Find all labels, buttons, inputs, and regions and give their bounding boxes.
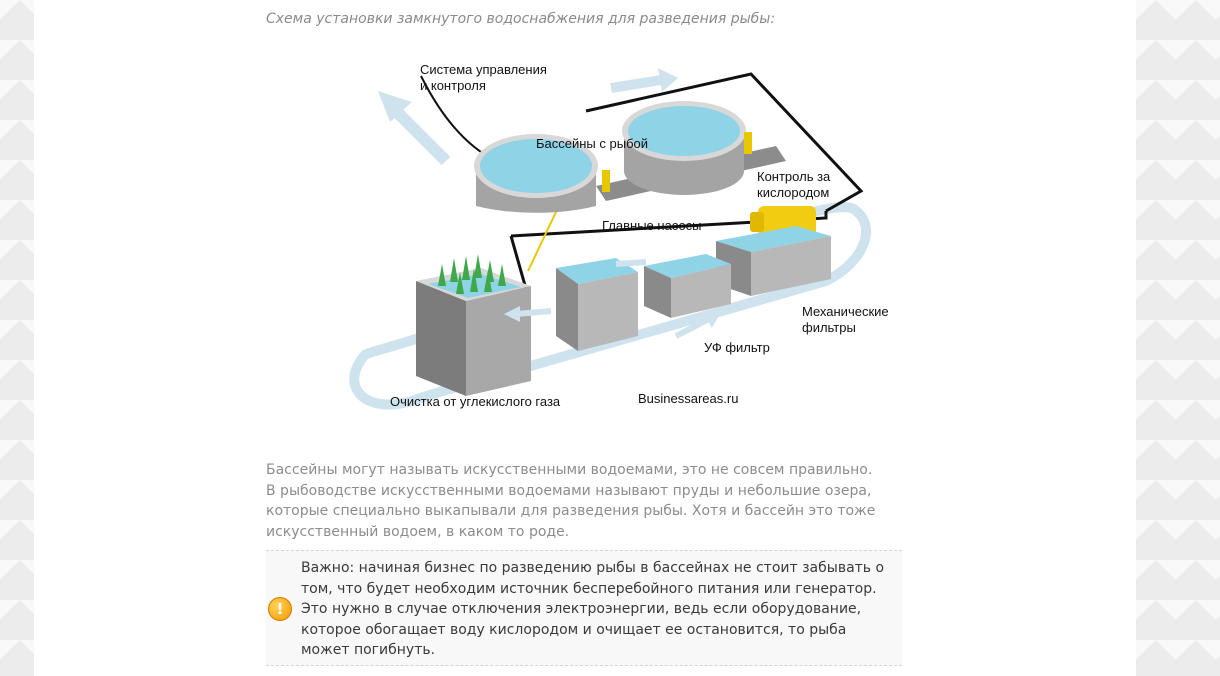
- background-pattern-left: [0, 0, 34, 676]
- label-co2: Очистка от углекислого газа: [390, 394, 561, 409]
- mech-filter-top: [716, 226, 831, 252]
- pump-wire: [510, 211, 828, 238]
- inflow-arrow: [610, 75, 662, 93]
- flow-arrow-uv: [674, 315, 713, 339]
- uv-filter-front: [556, 268, 578, 351]
- flow-arrow-co2: [515, 308, 552, 317]
- label-oxygen-2: кислородом: [757, 185, 829, 200]
- control-wire-loop: [585, 72, 864, 213]
- note-text: Важно: начиная бизнес по разведению рыбы…: [301, 560, 885, 658]
- outflow-arrowhead: [378, 91, 412, 122]
- pump-box-front: [644, 266, 671, 318]
- inflow-arrowhead: [658, 68, 678, 92]
- outflow-arrow: [391, 106, 451, 166]
- plants: [438, 254, 506, 294]
- warning-icon: !: [268, 597, 292, 621]
- important-note: ! Важно: начиная бизнес по разведению ры…: [266, 550, 902, 666]
- co2-box-side: [466, 286, 531, 396]
- pool-right-water: [628, 106, 740, 156]
- label-control-system-1: Система управления: [420, 62, 547, 77]
- circulation-pipe: [349, 206, 871, 410]
- label-pools: Бассейны с рыбой: [536, 136, 648, 151]
- pool-left-water: [480, 139, 592, 193]
- label-pumps: Главные насосы: [602, 218, 702, 233]
- background-pattern-right: [1136, 0, 1220, 676]
- article-content: Схема установки замкнутого водоснабжения…: [34, 0, 1136, 676]
- label-uv-filter: УФ фильтр: [704, 340, 770, 355]
- pool-fitting-left: [602, 170, 610, 192]
- label-mech-filters-2: фильтры: [802, 320, 856, 335]
- co2-box-front: [416, 281, 466, 396]
- label-control-system-2: и контроля: [420, 78, 486, 93]
- body-paragraph: Бассейны могут называть искусственными в…: [266, 462, 876, 540]
- label-mech-filters-1: Механические: [802, 304, 889, 319]
- mech-filter-side: [751, 236, 831, 296]
- figure-caption: Схема установки замкнутого водоснабжения…: [266, 11, 776, 27]
- label-watermark: Businessareas.ru: [638, 391, 738, 406]
- pump-box-side: [671, 264, 731, 318]
- label-oxygen-1: Контроль за: [757, 169, 831, 184]
- flow-arrowhead-co2: [504, 306, 520, 322]
- ras-diagram: Система управления и контроля Бассейны с…: [266, 36, 906, 436]
- pool-fitting-right: [744, 132, 752, 154]
- uv-filter-side: [578, 272, 638, 351]
- flow-arrowhead-uv: [704, 312, 721, 328]
- oxygen-unit-cap: [750, 212, 764, 232]
- flow-arrow-pump: [615, 259, 647, 267]
- pump-box-top: [644, 254, 731, 278]
